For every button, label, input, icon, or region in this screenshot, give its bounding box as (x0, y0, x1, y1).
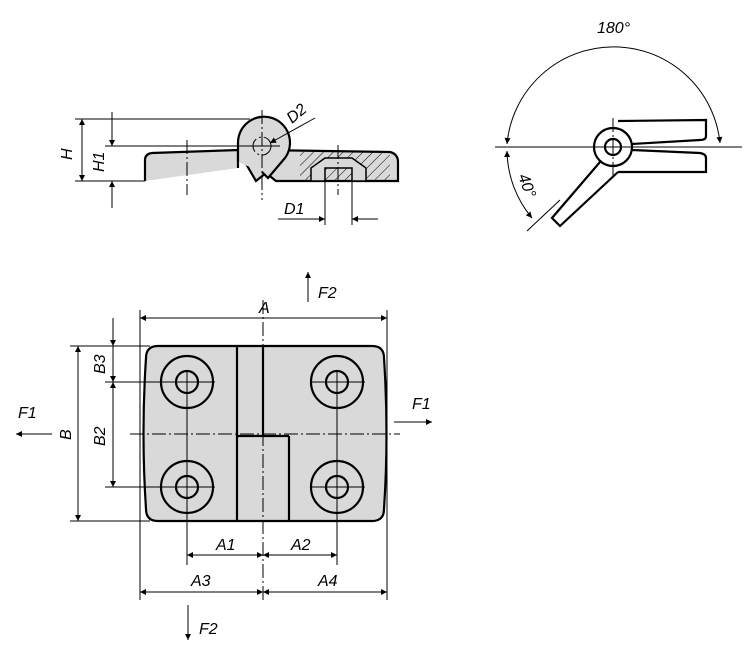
dim-A4-label: A4 (317, 573, 338, 590)
rotation-view: 180° 40° (495, 20, 742, 232)
dim-H1-label: H1 (91, 152, 108, 172)
force-F2-bottom-label: F2 (199, 621, 218, 638)
countersink-hole (310, 157, 367, 182)
knuckle (236, 115, 292, 180)
dim-A2-label: A2 (290, 537, 311, 554)
dim-B-label: B (58, 429, 75, 440)
dim-A3-label: A3 (190, 573, 211, 590)
dim-A-label: A (258, 300, 270, 317)
force-F2-top-label: F2 (318, 285, 337, 302)
angle-180-label: 180° (597, 20, 631, 37)
dim-H-label: H (59, 148, 76, 160)
force-F1-right-label: F1 (412, 396, 431, 413)
angle-arc-180 (504, 46, 723, 145)
dim-B2-label: B2 (92, 426, 109, 446)
side-view: H H1 D2 D1 (59, 101, 400, 225)
plan-view: A F2 B B3 B2 F1 F1 A1 A2 A3 A4 F2 (16, 272, 432, 640)
angle-arc-40 (504, 150, 533, 219)
force-F1-left-label: F1 (18, 405, 37, 422)
dim-D1-label: D1 (284, 201, 304, 218)
dim-A1-label: A1 (215, 537, 236, 554)
leaf-bottom (618, 148, 708, 174)
dim-B3-label: B3 (92, 354, 109, 374)
leaf-rotated (550, 161, 619, 228)
